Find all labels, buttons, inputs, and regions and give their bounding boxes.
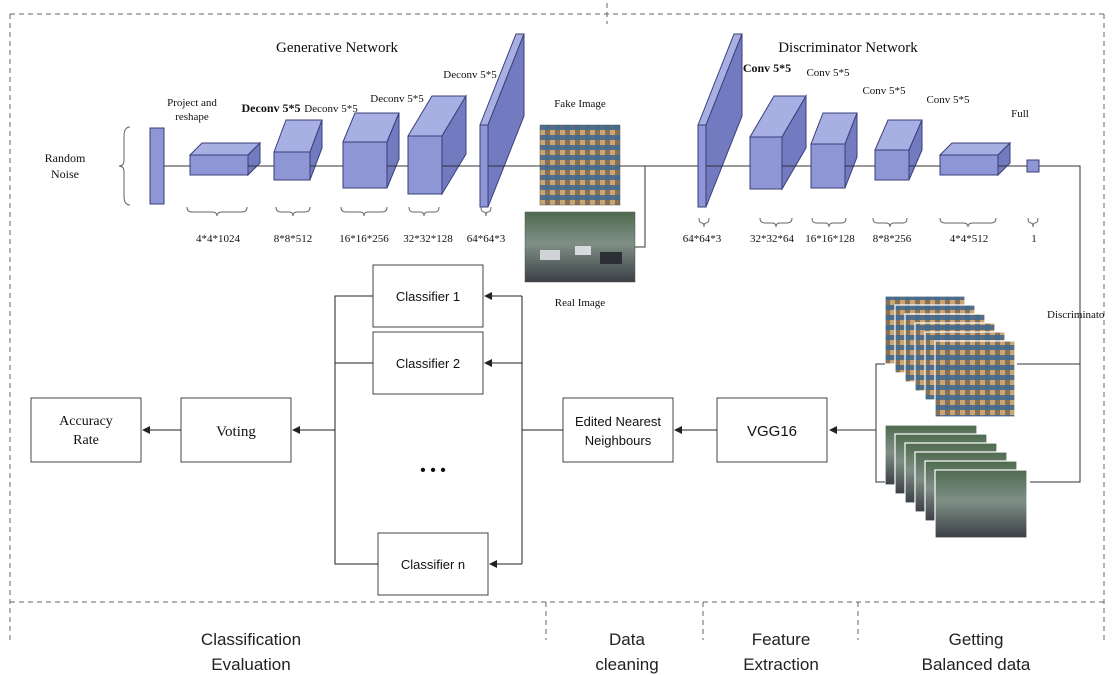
conv-block-3	[874, 119, 923, 181]
enn-label-line2: Neighbours	[585, 433, 652, 448]
stage-classification-line2: Evaluation	[211, 655, 290, 674]
accuracy-label-line1: Accuracy	[59, 414, 113, 429]
pipeline-arrows	[142, 292, 717, 568]
deconv-block-2	[342, 112, 400, 189]
conv-label-2: Conv 5*5	[806, 67, 850, 79]
ellipsis: • • •	[420, 462, 446, 479]
conv-label-3: Conv 5*5	[862, 85, 906, 97]
discriminator-layers	[697, 33, 1040, 208]
project-label-line2: reshape	[175, 111, 209, 123]
fake-image-label: Fake Image	[554, 98, 606, 110]
stage-feature-line1: Feature	[752, 630, 811, 649]
generator-dim-braces	[186, 206, 492, 217]
discriminator-network-title: Discriminator Network	[778, 40, 918, 56]
fake-image-thumbnail	[539, 124, 621, 206]
stage-cleaning-line2: cleaning	[595, 655, 658, 674]
image-to-discriminator-links	[620, 165, 698, 248]
conv-label-4: Conv 5*5	[926, 94, 970, 106]
random-noise-label-line2: Noise	[51, 167, 79, 181]
deconv-label-2: Deconv 5*5	[304, 103, 358, 115]
random-noise-label-line1: Random	[45, 151, 86, 165]
enn-right-bus	[521, 296, 563, 431]
classifier-n-label: Classifier n	[401, 557, 465, 572]
accuracy-label-line2: Rate	[73, 433, 99, 448]
gen-dim-1: 4*4*1024	[196, 233, 241, 245]
conv-block-4	[938, 141, 1012, 177]
accuracy-box	[30, 397, 142, 463]
gen-dim-3: 16*16*256	[339, 233, 389, 245]
project-label-line1: Project and	[167, 97, 217, 109]
vgg16-label: VGG16	[747, 423, 797, 440]
voting-label: Voting	[216, 424, 256, 440]
classifier-1-box	[372, 264, 484, 328]
discriminator-dim-braces	[698, 217, 1039, 228]
project-block	[188, 141, 262, 177]
disc-input-block	[697, 33, 743, 208]
disc-dim-4: 8*8*256	[873, 233, 912, 245]
classifier-2-label: Classifier 2	[396, 356, 460, 371]
classifier-left-bus	[334, 295, 378, 565]
enn-label-line1: Edited Nearest	[575, 414, 661, 429]
conv-label-1: Conv 5*5	[743, 61, 791, 75]
voting-box	[180, 397, 292, 463]
deconv-label-1: Deconv 5*5	[242, 101, 301, 115]
classifier-n-box	[377, 532, 489, 596]
stage-balanced-line2: Balanced data	[922, 655, 1031, 674]
stage-feature-line2: Extraction	[743, 655, 819, 674]
stack-bracket	[829, 363, 885, 483]
deconv-block-1	[273, 119, 323, 181]
generative-network-title: Generative Network	[276, 40, 399, 56]
deconv-label-4: Deconv 5*5	[443, 69, 497, 81]
disc-dim-6: 1	[1031, 233, 1037, 245]
deconv-label-3: Deconv 5*5	[370, 93, 424, 105]
disc-dim-5: 4*4*512	[950, 233, 989, 245]
gen-dim-4: 32*32*128	[403, 233, 453, 245]
full-output-node	[1026, 159, 1040, 173]
noise-brace	[118, 126, 131, 206]
classifier-2-box	[372, 331, 484, 395]
disc-dim-3: 16*16*128	[805, 233, 855, 245]
deconv-block-3	[407, 94, 467, 196]
disc-dim-1: 64*64*3	[683, 233, 722, 245]
generated-image-stack	[884, 295, 1016, 418]
frame	[9, 3, 1105, 640]
disc-dim-2: 32*32*64	[750, 233, 795, 245]
stage-balanced-line1: Getting	[949, 630, 1004, 649]
classifier-1-label: Classifier 1	[396, 289, 460, 304]
stage-cleaning-line1: Data	[609, 630, 645, 649]
stage-classification-line1: Classification	[201, 630, 301, 649]
conv-block-1	[749, 94, 807, 191]
full-label: Full	[1011, 108, 1029, 120]
generator-layers	[149, 33, 525, 208]
real-image-stack	[884, 424, 1028, 539]
real-image-details	[540, 246, 622, 264]
discriminator-output-line	[1030, 165, 1081, 483]
deconv-block-4	[479, 33, 525, 208]
enn-box	[562, 397, 674, 463]
discriminator-side-label: Discriminato	[1047, 309, 1105, 321]
conv-block-2	[810, 112, 858, 189]
gen-dim-5: 64*64*3	[467, 233, 506, 245]
discriminator-links	[706, 165, 1081, 483]
noise-vector-block	[149, 127, 165, 205]
gen-dim-2: 8*8*512	[274, 233, 313, 245]
real-image-label: Real Image	[555, 297, 606, 309]
